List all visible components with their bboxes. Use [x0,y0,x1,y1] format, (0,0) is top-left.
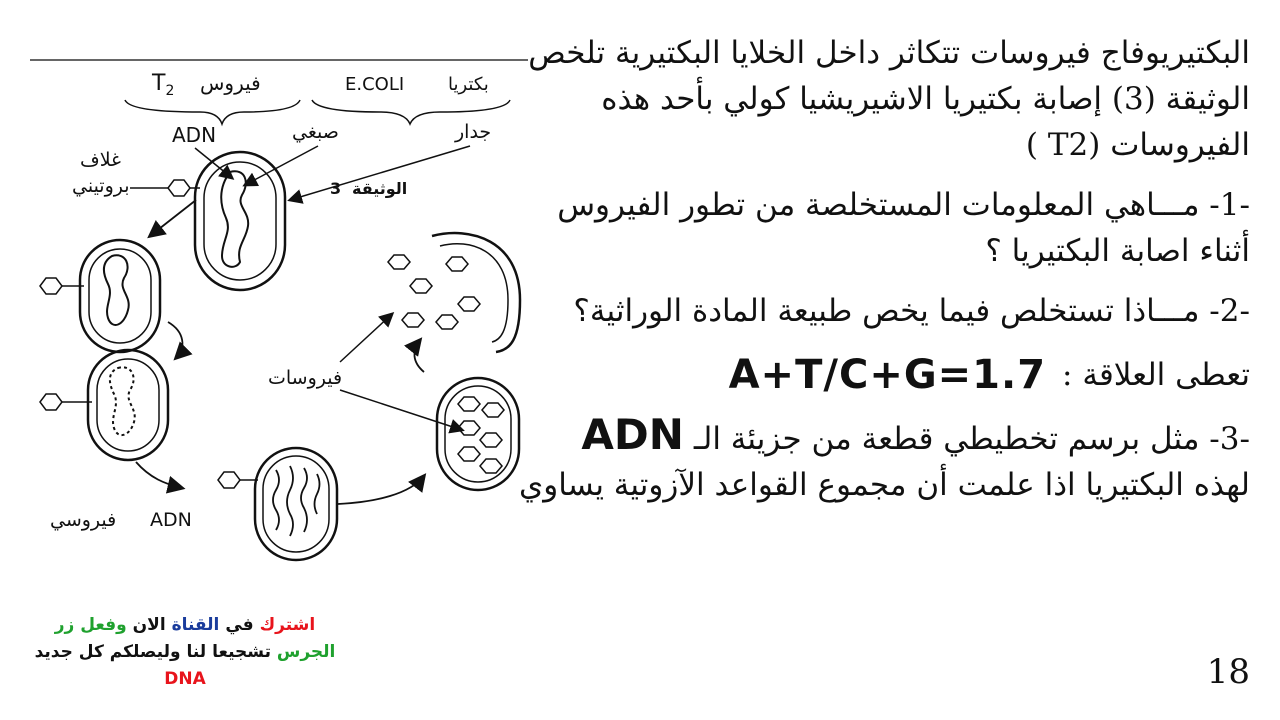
page-number: 18 [1206,652,1250,692]
bacterium-cell-5 [435,376,521,492]
question-1-line-2: أثناء اصابة البكتيريا ؟ [985,233,1250,269]
pointer-chromosome [242,145,319,187]
exercise-text: البكتيريوفاج فيروسات تتكاثر داخل الخلايا… [518,30,1250,508]
label-document-num: 3 [330,179,341,198]
promo-line-1: اشترك في القناة الان وفعل زر [5,612,365,639]
question-2: -2- مـــاذا تستخلص فيما يخص طبيعة المادة… [573,293,1250,329]
arrow-2-to-3 [167,321,193,361]
promo-word-in: في [225,615,254,635]
arrow-5-to-6 [403,337,425,373]
bracket-bacteria [311,99,511,126]
promo-word-dna: DNA [164,669,206,689]
label-t2: T2 [151,71,174,99]
pointer-viruses-1 [339,311,395,363]
bracket-virus [124,99,301,127]
label-viruses: فيروسات [268,367,342,389]
intro-line-2: الوثيقة (3) إصابة بكتيريا الاشيريشيا كول… [601,81,1250,117]
relation-row: تعطى العلاقة : A+T/C+G=1.7 [520,352,1250,398]
arrow-1-to-2 [147,199,197,239]
relation-label: تعطى العلاقة : [1062,357,1250,393]
intro-line-1: البكتيريوفاج فيروسات تتكاثر داخل الخلايا… [528,35,1250,71]
label-ecoli: E.COLI [345,74,404,95]
promo-word-subscribe: اشترك [259,615,316,635]
label-viral-adn: ADN [150,509,192,531]
question-3-line-1: -3- مثل برسم تخطيطي قطعة من جزيئة الـ AD… [520,412,1250,462]
promo-word-channel: القناة [171,615,220,635]
label-chromosome: صبغي [292,121,339,143]
label-wall: جدار [454,121,491,143]
question-3-text: -3- مثل برسم تخطيطي قطعة من جزيئة الـ [693,421,1250,457]
promo-word-encourage: تشجيعا لنا وليصلكم كل جديد [34,642,271,662]
promo-word-activate: وفعل زر [54,615,127,635]
promo-line-3: DNA [5,666,365,693]
label-bacteria: بكتريا [448,74,489,95]
arrow-3-to-4 [135,461,186,494]
pointer-wall [287,145,471,204]
promo-word-bell: الجرس [276,642,336,662]
bacterium-cell-6-lysed [387,231,522,354]
label-document: الوثيقة [352,179,407,198]
bacterium-cell-4 [217,446,339,562]
promo-word-now: الان [132,615,166,635]
question-3-line-2: لهذه البكتيريا اذا علمت أن مجموع القواعد… [518,467,1250,503]
arrow-4-to-5 [337,473,427,505]
pointer-viruses-2 [339,389,465,434]
subscribe-promo: اشترك في القناة الان وفعل زر الجرس تشجيع… [5,612,365,693]
base-ratio-formula: A+T/C+G=1.7 [728,352,1047,398]
bacterium-cell-3 [39,348,170,462]
label-viral: فيروسي [50,509,116,531]
label-coat-2: بروتيني [72,175,130,197]
bacterium-cell-1 [167,150,287,292]
infection-cycle-diagram: T2 فيروس E.COLI بكتريا ADN صبغي جدار غلا… [30,59,528,562]
question-1-line-1: -1- مـــاهي المعلومات المستخلصة من تطور … [557,187,1250,223]
adn-label: ADN [581,410,684,459]
promo-line-2: الجرس تشجيعا لنا وليصلكم كل جديد [5,639,365,666]
intro-line-3: الفيروسات (T2 ) [1025,127,1250,163]
pointer-adn [194,147,235,180]
bacterium-cell-2 [39,238,162,354]
label-coat-1: غلاف [80,149,121,171]
label-virus: فيروس [200,71,261,95]
label-adn: ADN [172,123,216,147]
